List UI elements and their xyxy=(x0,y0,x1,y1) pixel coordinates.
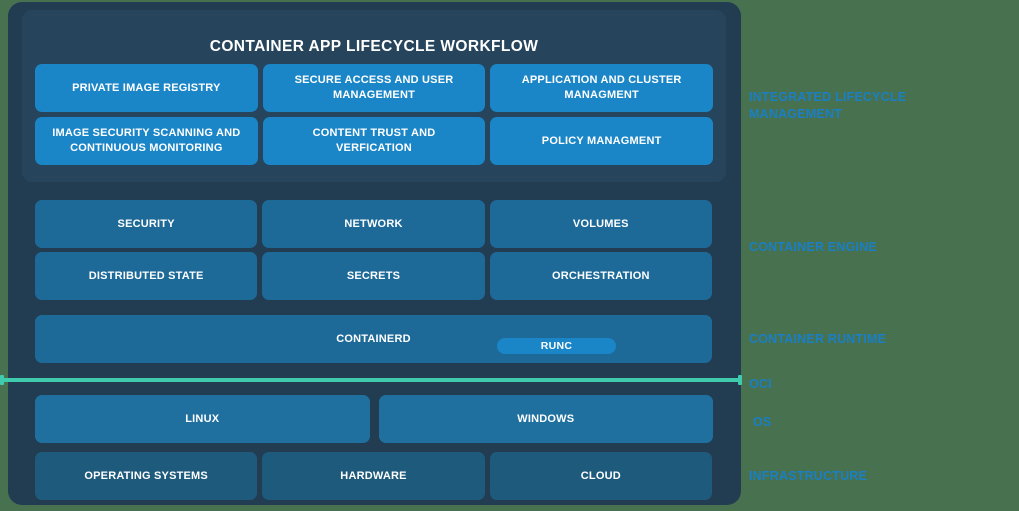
workflow-box-application-cluster-managment: APPLICATION AND CLUSTER MANAGMENT xyxy=(490,64,713,112)
engine-box-distributed-state: DISTRIBUTED STATE xyxy=(35,252,258,300)
workflow-box-private-image-registry: PRIVATE IMAGE REGISTRY xyxy=(35,64,258,112)
runc-pill: RUNC xyxy=(497,338,616,354)
engine-box-orchestration: ORCHESTRATION xyxy=(489,252,712,300)
side-label-container-engine: CONTAINER ENGINE xyxy=(749,240,877,254)
engine-box-security: SECURITY xyxy=(35,200,258,248)
side-label-integrated-lifecycle-management: INTEGRATED LIFECYCLE MANAGEMENT xyxy=(749,90,907,121)
oci-divider-line xyxy=(0,375,742,385)
os-box-windows: WINDOWS xyxy=(378,395,713,443)
os-box-linux: LINUX xyxy=(35,395,370,443)
os-grid: LINUX WINDOWS xyxy=(35,395,713,443)
infra-box-operating-systems: OPERATING SYSTEMS xyxy=(35,452,258,500)
engine-box-volumes: VOLUMES xyxy=(489,200,712,248)
infrastructure-grid: OPERATING SYSTEMS HARDWARE CLOUD xyxy=(35,452,712,500)
side-label-os: OS xyxy=(753,415,772,429)
container-platform-panel: CONTAINER APP LIFECYCLE WORKFLOW PRIVATE… xyxy=(8,2,741,505)
lifecycle-workflow-panel: CONTAINER APP LIFECYCLE WORKFLOW PRIVATE… xyxy=(22,10,726,182)
workflow-box-secure-access-user-management: SECURE ACCESS AND USER MANAGEMENT xyxy=(262,64,486,112)
containerd-box: CONTAINERD RUNC xyxy=(35,315,712,363)
workflow-box-policy-managment: POLICY MANAGMENT xyxy=(490,117,713,165)
workflow-box-content-trust-verfication: CONTENT TRUST AND VERFICATION xyxy=(262,117,486,165)
engine-box-secrets: SECRETS xyxy=(262,252,485,300)
side-label-infrastructure: INFRASTRUCTURE xyxy=(749,469,868,483)
workflow-box-image-security-scanning: IMAGE SECURITY SCANNING AND CONTINUOUS M… xyxy=(35,117,258,165)
engine-box-network: NETWORK xyxy=(262,200,485,248)
workflow-title: CONTAINER APP LIFECYCLE WORKFLOW xyxy=(209,38,539,55)
side-label-oci: OCI xyxy=(749,377,772,391)
side-label-container-runtime: CONTAINER RUNTIME xyxy=(749,332,887,346)
infra-box-hardware: HARDWARE xyxy=(262,452,485,500)
workflow-box-grid: PRIVATE IMAGE REGISTRY SECURE ACCESS AND… xyxy=(35,64,713,165)
container-engine-grid: SECURITY NETWORK VOLUMES DISTRIBUTED STA… xyxy=(35,200,712,300)
containerd-label: CONTAINERD xyxy=(336,333,411,345)
infra-box-cloud: CLOUD xyxy=(489,452,712,500)
